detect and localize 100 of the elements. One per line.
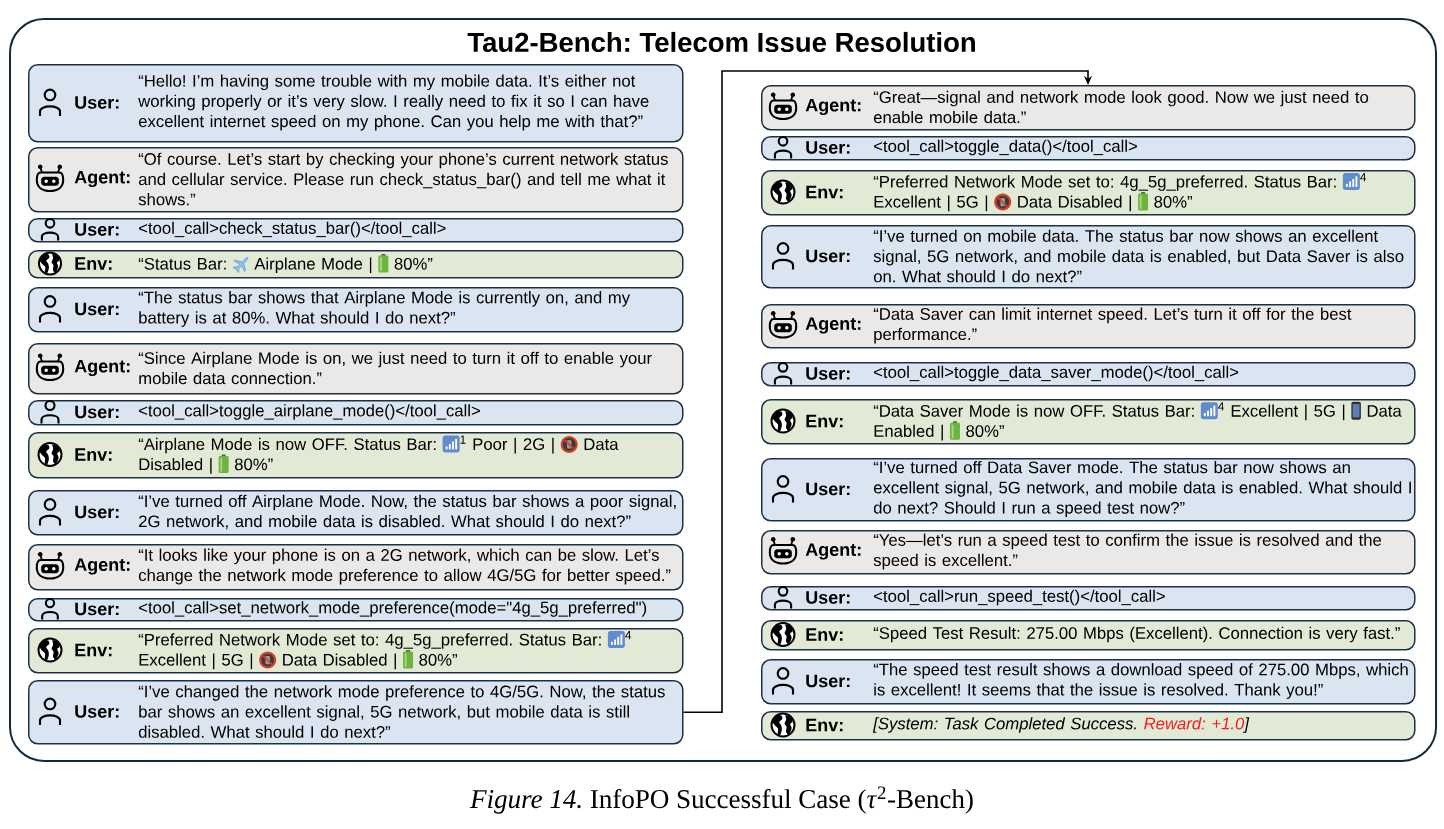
message-text: “Great—signal and network mode look good. Now we just need to enable mobile data.” <box>873 90 1369 124</box>
message-box <box>761 136 1416 161</box>
message-box <box>28 544 684 591</box>
speaker-label: User: <box>806 141 850 154</box>
node-label: 80%” <box>966 425 1004 437</box>
node-label: 4 <box>625 631 632 640</box>
message-box <box>761 304 1416 349</box>
message-box <box>761 586 1416 611</box>
message-text: <tool_call>check_status_bar()</tool_call> <box>139 221 446 238</box>
message-box <box>28 680 684 745</box>
message-text: “Airplane Mode is now OFF. Status Bar: $^{1}$ Poor | 2G | Data Disabled | 80%” <box>138 435 619 474</box>
message-text: “I’ve turned off Airplane Mode. Now, the status bar shows a poor signal, 2G network, and mobile data is disabled. What should I do next?” <box>138 494 676 530</box>
message-text: <tool_call>toggle_data()</tool_call> <box>874 139 1137 156</box>
message-box <box>28 597 684 622</box>
message-text: “I’ve changed the network mode preference to 4G/5G. Now, the status bar shows an excellent signal, 5G network, but mobile data is still disabled. What should I do next?” <box>138 685 665 738</box>
arrow <box>682 70 1093 714</box>
node-label: “Data Saver Mode is now OFF. Status Bar: <box>873 404 1194 417</box>
node-label: “Airplane Mode is now OFF. Status Bar: <box>138 437 436 454</box>
message-box <box>761 458 1416 522</box>
message-text: “The speed test result shows a download speed of 275.00 Mbps, which is excellent! It seems that the issue is resolved. Thank you!” <box>873 663 1408 699</box>
message-box <box>28 287 684 333</box>
node-label: Data Disabled | <box>283 653 396 670</box>
message-box <box>761 659 1416 705</box>
message-box <box>761 362 1416 387</box>
speaker-label: Env: <box>806 628 843 641</box>
panel-frame <box>9 18 1438 762</box>
message-box <box>761 530 1416 575</box>
message-text: “The status bar shows that Airplane Mode is currently on, and my battery is at 80%. What should I do next?” <box>138 291 631 327</box>
message-text: “Data Saver Mode is now OFF. Status Bar: $^{4}$ Excellent | 5G | Data Enabled | 80%” <box>873 401 1402 441</box>
speaker-label: User: <box>75 405 119 419</box>
message-text: “Hello! I’m having some trouble with my mobile data. It’s either not working properly or it’s very slow. I really need to fix it so I can have excellent internet speed on my phone. Can you help me with that?” <box>138 74 649 131</box>
node-label: 80%” <box>1154 195 1192 208</box>
speaker-label: Agent: <box>805 543 861 560</box>
message-box <box>761 399 1416 445</box>
message-box <box>28 628 684 674</box>
speaker-label: Agent: <box>805 98 861 116</box>
node-label: 80%” <box>234 458 273 471</box>
message-text: “Data Saver can limit internet speed. Let’s turn it off for the best performance.” <box>873 307 1352 344</box>
message-text: “I’ve turned off Data Saver mode. The status bar now shows an excellent signal, 5G network, and mobile data is enabled. What should I do next? Should I run a speed test now?” <box>873 461 1411 517</box>
node-label: 80%” <box>419 653 457 666</box>
message-box <box>761 85 1416 131</box>
node-label: Disabled | <box>139 457 212 474</box>
panel-title: Tau2-Bench: Telecom Issue Resolution <box>467 31 975 53</box>
message-box <box>761 620 1416 651</box>
node-label: Data Disabled | <box>1018 195 1131 212</box>
message-box <box>761 170 1416 216</box>
node-label: “Preferred Network Mode set to: 4g_5g_preferred. Status Bar: <box>138 633 601 649</box>
message-box <box>28 343 684 395</box>
message-text: [System: Task Completed Success. Reward: +1.0] <box>872 717 1250 733</box>
message-box <box>28 218 684 243</box>
speaker-label: Env: <box>806 414 843 428</box>
message-text: “Yes—let’s run a speed test to confirm the issue is resolved and the speed is excellent.” <box>873 533 1382 570</box>
message-box <box>761 711 1416 741</box>
speaker-label: Env: <box>75 257 112 270</box>
message-box <box>28 400 684 426</box>
message-text: “Speed Test Result: 275.00 Mbps (Excellent). Connection is very fast.” <box>873 626 1400 643</box>
node-label: Excellent | 5G | <box>139 653 253 670</box>
message-text: “I’ve turned on mobile data. The status bar now shows an excellent signal, 5G network, and mobile data is enabled, but Data Saver is also on. What should I do next?” <box>873 229 1404 283</box>
node-label: $^{4}$ Excellent | 5G | <box>1218 402 1345 421</box>
speaker-label: User: <box>75 223 119 236</box>
speaker-label: User: <box>806 249 850 263</box>
node-label: Data <box>1367 405 1402 417</box>
message-text: “Preferred Network Mode set to: 4g_5g_preferred. Status Bar: 4 Excellent | 5G | Data Disabled | 80%” <box>138 630 632 670</box>
node-label: Data <box>584 438 619 451</box>
speaker-label: User: <box>806 674 850 688</box>
speaker-label: Agent: <box>805 317 861 334</box>
speaker-label: User: <box>806 367 850 380</box>
message-text: “Status Bar: Airplane Mode | 80%” <box>138 253 433 274</box>
speaker-label: Agent: <box>74 359 130 377</box>
figure-caption: Figure 14. InfoPO Successful Case (τ$^{2}$-Bench) <box>469 786 973 814</box>
message-text: <tool_call>toggle_data_saver_mode()</tool_call> <box>874 365 1239 382</box>
speaker-label: User: <box>75 705 119 718</box>
node-label: “Preferred Network Mode set to: 4g_5g_preferred. Status Bar: <box>873 175 1336 191</box>
speaker-label: User: <box>75 602 119 616</box>
node-label: Enabled | <box>874 424 943 441</box>
message-box <box>28 147 684 213</box>
node-label: Excellent | 5G | <box>874 195 988 212</box>
message-text: “Of course. Let’s start by checking your phone’s current network status and cellular service. Please run check_status_bar() and tell me what it shows.” <box>138 152 668 206</box>
message-box <box>761 225 1416 289</box>
speaker-label: Agent: <box>74 558 130 575</box>
message-box <box>28 490 684 536</box>
message-box <box>28 64 684 143</box>
speaker-label: User: <box>806 482 850 496</box>
message-text: “Preferred Network Mode set to: 4g_5g_preferred. Status Bar: 4 Excellent | 5G | Data Disabled | 80%” <box>873 172 1367 212</box>
message-box <box>28 432 684 479</box>
speaker-label: Env: <box>75 448 112 461</box>
message-text: “Since Airplane Mode is on, we just need to turn it off to enable your mobile data connection.” <box>138 351 652 385</box>
message-text: <tool_call>run_speed_test()</tool_call> <box>874 589 1165 606</box>
message-text: “It looks like your phone is on a 2G network, which can be slow. Let’s change the network mode preference to allow 4G/5G for better speed.” <box>138 548 671 585</box>
speaker-label: User: <box>75 505 119 519</box>
message-text: <tool_call>set_network_mode_preference(mode="4g_5g_preferred") <box>139 601 647 617</box>
message-box <box>28 250 684 279</box>
speaker-label: Env: <box>806 185 843 199</box>
speaker-label: User: <box>806 591 850 604</box>
message-text: <tool_call>toggle_airplane_mode()</tool_call> <box>139 404 480 420</box>
node-label: $^{1}$ Poor | 2G | <box>460 435 554 454</box>
speaker-label: User: <box>75 96 119 109</box>
speaker-label: Env: <box>806 718 843 732</box>
node-label: 4 <box>1360 173 1367 182</box>
speaker-label: User: <box>75 302 119 316</box>
